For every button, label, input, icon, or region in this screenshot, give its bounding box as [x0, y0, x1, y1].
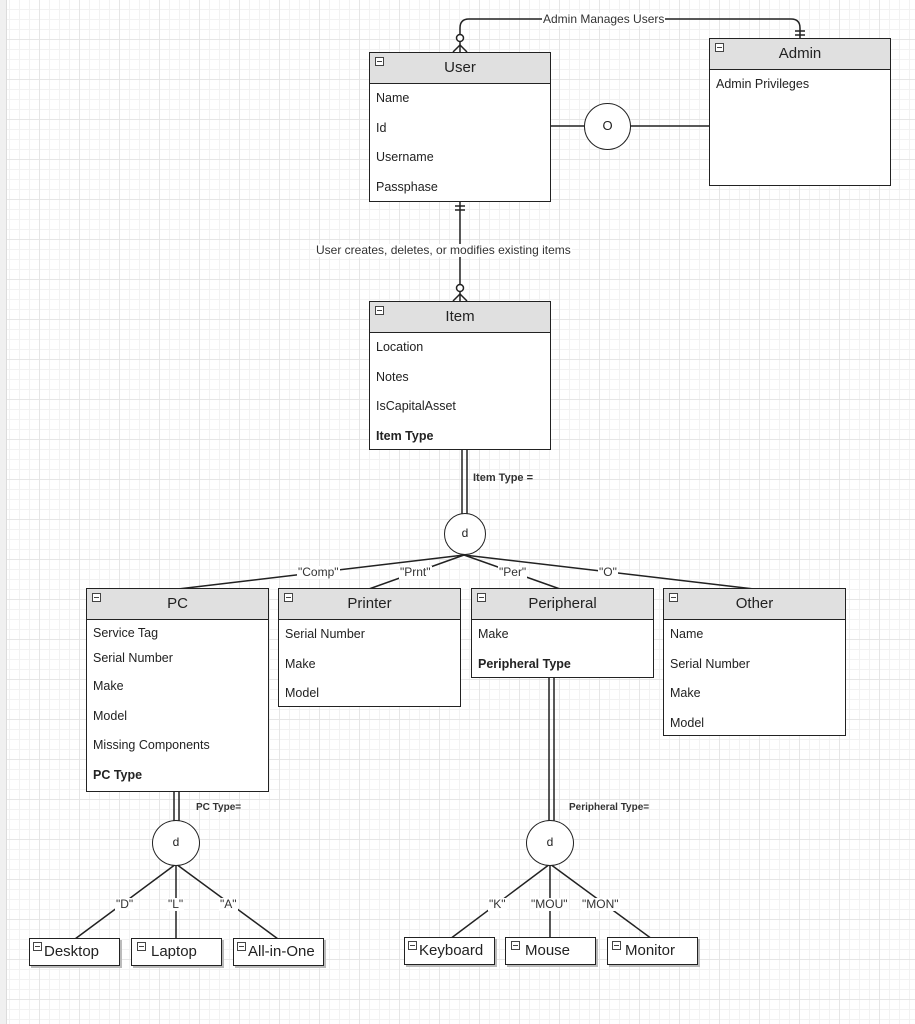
label-o: "O" — [598, 565, 618, 579]
user-attr-id[interactable]: Id — [376, 120, 387, 135]
printer-entity[interactable]: Printer Serial Number Make Model — [278, 588, 461, 707]
pc-attr-serial-number[interactable]: Serial Number — [93, 651, 173, 665]
collapse-icon[interactable] — [612, 941, 621, 950]
overlap-symbol[interactable]: O — [584, 103, 631, 150]
pc-attr-missing-components[interactable]: Missing Components — [93, 738, 210, 752]
collapse-icon[interactable] — [477, 593, 486, 602]
entity-title: Printer — [347, 595, 392, 612]
pc-disjoint-symbol[interactable]: d — [152, 820, 200, 866]
user-crowfoot-circle — [455, 33, 465, 43]
canvas-left-edge — [0, 0, 7, 1024]
printer-entity-header[interactable]: Printer — [279, 589, 460, 620]
peripheral-entity[interactable]: Peripheral Make Peripheral Type — [471, 588, 654, 678]
collapse-icon[interactable] — [511, 941, 520, 950]
item-disjoint-symbol[interactable]: d — [444, 513, 486, 555]
pc-entity-header[interactable]: PC — [87, 589, 268, 620]
entity-title: Peripheral — [528, 595, 597, 612]
mouse-subtype[interactable]: Mouse — [505, 937, 596, 965]
laptop-subtype[interactable]: Laptop — [131, 938, 222, 966]
keyboard-subtype[interactable]: Keyboard — [404, 937, 495, 965]
peripheral-attr-make[interactable]: Make — [478, 627, 509, 641]
user-entity[interactable]: User Name Id Username Passphase — [369, 52, 551, 202]
other-attr-model[interactable]: Model — [670, 715, 705, 730]
collapse-icon[interactable] — [375, 57, 384, 66]
pc-attr-service-tag[interactable]: Service Tag — [93, 626, 159, 640]
item-entity-header[interactable]: Item — [370, 302, 550, 333]
monitor-subtype[interactable]: Monitor — [607, 937, 698, 965]
label-comp: "Comp" — [297, 565, 340, 579]
item-attr-notes[interactable]: Notes — [376, 369, 409, 384]
peripheral-disjoint-symbol[interactable]: d — [526, 820, 574, 866]
other-entity[interactable]: Other Name Serial Number Make Model — [663, 588, 846, 736]
label-mou: "MOU" — [530, 897, 569, 911]
other-attr-make[interactable]: Make — [670, 686, 701, 700]
label-peripheral-type-eq: Peripheral Type= — [569, 802, 650, 813]
admin-attr-privileges[interactable]: Admin Privileges — [716, 77, 810, 91]
collapse-icon[interactable] — [137, 942, 146, 951]
printer-attr-make[interactable]: Make — [285, 656, 316, 671]
admin-entity[interactable]: Admin Admin Privileges — [709, 38, 891, 186]
label-prnt: "Prnt" — [399, 565, 432, 579]
entity-title: Item — [445, 308, 475, 325]
collapse-icon[interactable] — [375, 306, 384, 315]
label-mon: "MON" — [581, 897, 620, 911]
mouse-label: Mouse — [525, 942, 571, 959]
admin-entity-header[interactable]: Admin — [710, 39, 890, 70]
label-admin-manages-users: Admin Manages Users — [542, 12, 666, 26]
entity-title: User — [444, 59, 476, 76]
entity-title: Admin — [778, 45, 822, 62]
peripheral-entity-header[interactable]: Peripheral — [472, 589, 653, 620]
other-attr-serial-number[interactable]: Serial Number — [670, 656, 750, 671]
label-per: "Per" — [498, 565, 528, 579]
printer-attr-model[interactable]: Model — [285, 686, 320, 700]
pc-attr-make[interactable]: Make — [93, 679, 124, 693]
pc-attr-model[interactable]: Model — [93, 708, 128, 723]
user-attr-name[interactable]: Name — [376, 91, 410, 105]
collapse-icon[interactable] — [92, 593, 101, 602]
label-pc-type-eq: PC Type= — [196, 802, 242, 813]
keyboard-label: Keyboard — [419, 942, 484, 959]
pc-entity[interactable]: PC Service Tag Serial Number Make Model … — [86, 588, 269, 792]
label-k: "K" — [488, 897, 507, 911]
user-attr-passphase[interactable]: Passphase — [376, 179, 438, 194]
other-attr-name[interactable]: Name — [670, 627, 704, 641]
peripheral-attr-peripheral-type[interactable]: Peripheral Type — [478, 656, 571, 671]
entity-title: PC — [167, 595, 188, 612]
label-user-creates-items: User creates, deletes, or modifies exist… — [315, 243, 572, 257]
item-attr-location[interactable]: Location — [376, 340, 424, 354]
item-attr-item-type[interactable]: Item Type — [376, 428, 434, 443]
laptop-label: Laptop — [151, 943, 197, 960]
monitor-label: Monitor — [625, 942, 676, 959]
user-attr-username[interactable]: Username — [376, 150, 434, 164]
pc-attr-pc-type[interactable]: PC Type — [93, 767, 143, 782]
item-entity[interactable]: Item Location Notes IsCapitalAsset Item … — [369, 301, 551, 450]
collapse-icon[interactable] — [715, 43, 724, 52]
entity-title: Other — [735, 595, 774, 612]
collapse-icon[interactable] — [408, 941, 417, 950]
item-crowfoot — [452, 293, 461, 302]
label-a: "A" — [219, 897, 238, 911]
allinone-label: All-in-One — [248, 943, 315, 960]
label-d: "D" — [115, 897, 135, 911]
collapse-icon[interactable] — [284, 593, 293, 602]
desktop-subtype[interactable]: Desktop — [29, 938, 120, 966]
label-l: "L" — [167, 897, 185, 911]
collapse-icon[interactable] — [669, 593, 678, 602]
allinone-subtype[interactable]: All-in-One — [233, 938, 324, 966]
item-crowfoot-circle — [455, 283, 465, 293]
label-item-type-eq: Item Type = — [473, 472, 534, 484]
user-crowfoot — [452, 44, 461, 53]
user-entity-header[interactable]: User — [370, 53, 550, 84]
printer-attr-serial-number[interactable]: Serial Number — [285, 627, 365, 641]
desktop-label: Desktop — [44, 943, 100, 960]
collapse-icon[interactable] — [33, 942, 42, 951]
other-entity-header[interactable]: Other — [664, 589, 845, 620]
collapse-icon[interactable] — [237, 942, 246, 951]
item-attr-iscapitalasset[interactable]: IsCapitalAsset — [376, 399, 456, 413]
